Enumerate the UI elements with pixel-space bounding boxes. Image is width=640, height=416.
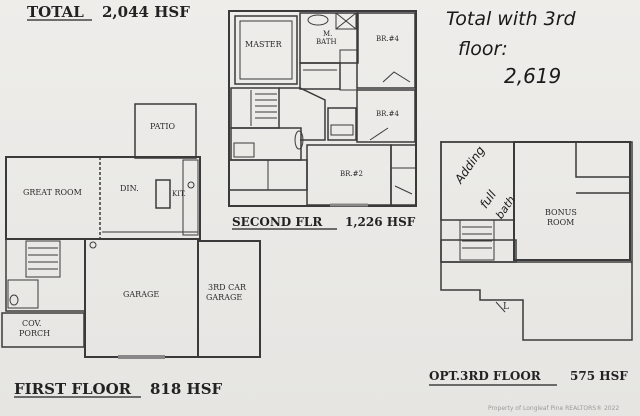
room-bonus-line2: ROOM <box>547 218 575 227</box>
second-floor-caption-label: SECOND FLR <box>232 215 323 229</box>
room-third-car-garage-line1: 3RD CAR <box>208 283 246 292</box>
handwritten-total-line2: floor: <box>458 38 508 60</box>
room-bonus-line1: BONUS <box>545 208 577 217</box>
room-br4-upper: BR.#4 <box>376 35 399 43</box>
watermark: Property of Longleaf Pine REALTORS® 2022 <box>488 405 620 412</box>
room-garage: GARAGE <box>123 290 160 299</box>
room-patio: PATIO <box>150 122 176 131</box>
first-floor-caption-label: FIRST FLOOR <box>14 380 132 398</box>
room-great-room: GREAT ROOM <box>23 188 82 197</box>
room-cov-porch-line2: PORCH <box>19 329 51 338</box>
handwritten-total-value: 2,619 <box>504 64 562 88</box>
second-floor-plan <box>228 10 417 207</box>
room-kitchen: KIT. <box>172 190 186 198</box>
total-value: 2,044 HSF <box>102 3 190 21</box>
third-floor-caption-value: 575 HSF <box>570 369 628 383</box>
room-m-bath-line1: M. <box>323 30 333 38</box>
second-floor-caption-value: 1,226 HSF <box>345 215 416 229</box>
handwritten-total-line1: Total with 3rd <box>446 8 576 30</box>
room-m-bath-line2: BATH <box>316 38 337 46</box>
first-floor-plan <box>1 103 261 359</box>
room-br4-lower: BR.#4 <box>376 110 399 118</box>
third-floor-plan <box>440 141 633 341</box>
room-br2: BR.#2 <box>340 170 363 178</box>
room-third-car-garage-line2: GARAGE <box>206 293 243 302</box>
first-floor-caption-value: 818 HSF <box>150 380 223 398</box>
room-cov-porch-line1: COV. <box>22 319 42 328</box>
total-label: TOTAL <box>27 3 84 21</box>
room-master: MASTER <box>245 40 282 49</box>
stair-mark: L <box>503 302 509 312</box>
room-dining: DIN. <box>120 184 139 193</box>
third-floor-caption-label: OPT.3RD FLOOR <box>429 369 541 383</box>
